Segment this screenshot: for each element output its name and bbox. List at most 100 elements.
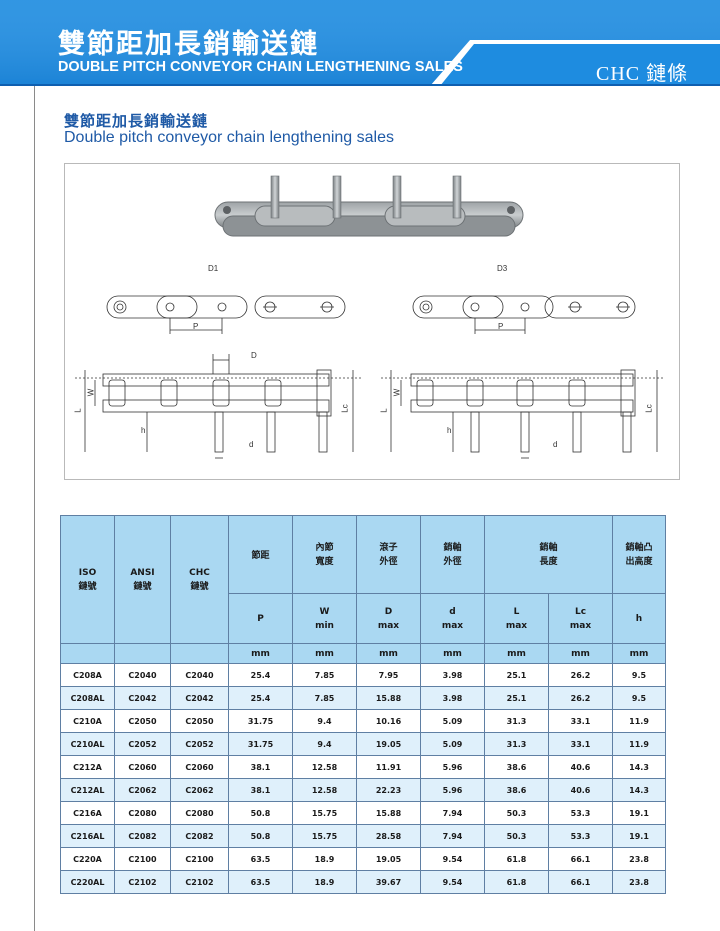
table-cell: 15.88 bbox=[356, 686, 421, 710]
table-cell: 9.5 bbox=[612, 663, 667, 687]
table-cell: 14.3 bbox=[612, 778, 667, 802]
table-cell: 31.3 bbox=[484, 709, 549, 733]
label-lc-left: Lc bbox=[340, 404, 350, 413]
table-cell: C210A bbox=[60, 709, 115, 733]
table-cell: 66.1 bbox=[547, 847, 614, 871]
table-cell: C2102 bbox=[114, 870, 171, 894]
table-cell: 23.8 bbox=[612, 847, 667, 871]
table-cell: C2100 bbox=[170, 847, 229, 871]
banner-title-cn: 雙節距加長銷輸送鏈 bbox=[58, 29, 319, 60]
table-cell: C2102 bbox=[170, 870, 229, 894]
table-cell: 5.96 bbox=[420, 778, 485, 802]
table-cell: 40.6 bbox=[547, 778, 614, 802]
table-cell: C2040 bbox=[170, 663, 229, 687]
table-cell: 18.9 bbox=[292, 847, 357, 871]
table-cell: C220AL bbox=[60, 870, 115, 894]
label-d3: D3 bbox=[497, 264, 508, 273]
col-pitch: 節距 bbox=[228, 515, 293, 594]
d3-top-view bbox=[412, 295, 636, 334]
table-cell: C2062 bbox=[170, 778, 229, 802]
table-cell: 3.98 bbox=[420, 686, 485, 710]
col-inner-width: 內節寬度 bbox=[292, 515, 357, 594]
label-w-right: W bbox=[392, 388, 402, 397]
table-cell: 40.6 bbox=[547, 755, 614, 779]
table-cell: 38.1 bbox=[228, 778, 293, 802]
table-cell: 12.58 bbox=[292, 755, 357, 779]
table-cell: 38.6 bbox=[484, 755, 549, 779]
table-cell: 25.4 bbox=[228, 686, 293, 710]
table-cell: 61.8 bbox=[484, 870, 549, 894]
table-cell: C212AL bbox=[60, 778, 115, 802]
table-cell: 31.75 bbox=[228, 709, 293, 733]
section-title-cn: 雙節距加長銷輸送鏈 bbox=[64, 112, 209, 130]
col-roller-dia: 滾子外徑 bbox=[356, 515, 421, 594]
unit-cell: mm bbox=[547, 643, 614, 664]
table-cell: 15.75 bbox=[292, 801, 357, 825]
banner-background bbox=[0, 0, 720, 86]
table-cell: 7.94 bbox=[420, 824, 485, 848]
col-pin-length: 銷軸長度 bbox=[483, 515, 614, 594]
table-cell: 9.4 bbox=[292, 732, 357, 756]
table-cell: C2050 bbox=[114, 709, 171, 733]
table-cell: 53.3 bbox=[547, 801, 614, 825]
table-cell: 5.09 bbox=[420, 732, 485, 756]
table-cell: 18.9 bbox=[292, 870, 357, 894]
table-cell: C2080 bbox=[170, 801, 229, 825]
d1-top-view bbox=[106, 295, 346, 334]
label-h-right: h bbox=[447, 426, 452, 435]
unit-cell: mm bbox=[292, 643, 357, 664]
label-l-left: L bbox=[73, 408, 83, 413]
table-cell: 7.94 bbox=[420, 801, 485, 825]
table-cell: 11.9 bbox=[612, 732, 667, 756]
table-cell: C2062 bbox=[114, 778, 171, 802]
table-cell: C2042 bbox=[170, 686, 229, 710]
header-banner: 雙節距加長銷輸送鏈 DOUBLE PITCH CONVEYOR CHAIN LE… bbox=[0, 0, 720, 86]
table-cell: 7.85 bbox=[292, 663, 357, 687]
table-cell: 61.8 bbox=[484, 847, 549, 871]
table-cell: C208A bbox=[60, 663, 115, 687]
table-cell: C208AL bbox=[60, 686, 115, 710]
label-lc-right: Lc bbox=[644, 404, 654, 413]
sym-p: P bbox=[228, 593, 293, 644]
unit-cell: mm bbox=[420, 643, 485, 664]
table-cell: 50.8 bbox=[228, 824, 293, 848]
unit-cell: mm bbox=[484, 643, 549, 664]
table-cell: 11.91 bbox=[356, 755, 421, 779]
table-cell: 25.4 bbox=[228, 663, 293, 687]
label-h-left: h bbox=[141, 426, 146, 435]
table-cell: C210AL bbox=[60, 732, 115, 756]
table-cell: 9.54 bbox=[420, 847, 485, 871]
table-cell: 33.1 bbox=[547, 732, 614, 756]
sym-h: h bbox=[612, 593, 667, 644]
unit-cell: mm bbox=[228, 643, 293, 664]
table-cell: 63.5 bbox=[228, 870, 293, 894]
chain-drawing: D1 D3 P P D L W h Lc d L W h Lc d bbox=[64, 163, 680, 480]
unit-blank bbox=[114, 643, 171, 664]
unit-cell: mm bbox=[356, 643, 421, 664]
table-cell: C2060 bbox=[114, 755, 171, 779]
table-cell: C2052 bbox=[114, 732, 171, 756]
label-d-top: D bbox=[251, 351, 257, 360]
table-cell: C2060 bbox=[170, 755, 229, 779]
table-cell: 26.2 bbox=[547, 686, 614, 710]
table-cell: 9.5 bbox=[612, 686, 667, 710]
label-l-right: L bbox=[379, 408, 389, 413]
table-cell: C2052 bbox=[170, 732, 229, 756]
unit-blank bbox=[60, 643, 115, 664]
table-cell: 38.1 bbox=[228, 755, 293, 779]
unit-blank bbox=[170, 643, 229, 664]
table-cell: 14.3 bbox=[612, 755, 667, 779]
table-cell: 31.75 bbox=[228, 732, 293, 756]
table-cell: 66.1 bbox=[547, 870, 614, 894]
label-d-small-left: d bbox=[249, 440, 254, 449]
table-cell: 19.05 bbox=[356, 847, 421, 871]
left-margin-rule bbox=[34, 86, 35, 931]
